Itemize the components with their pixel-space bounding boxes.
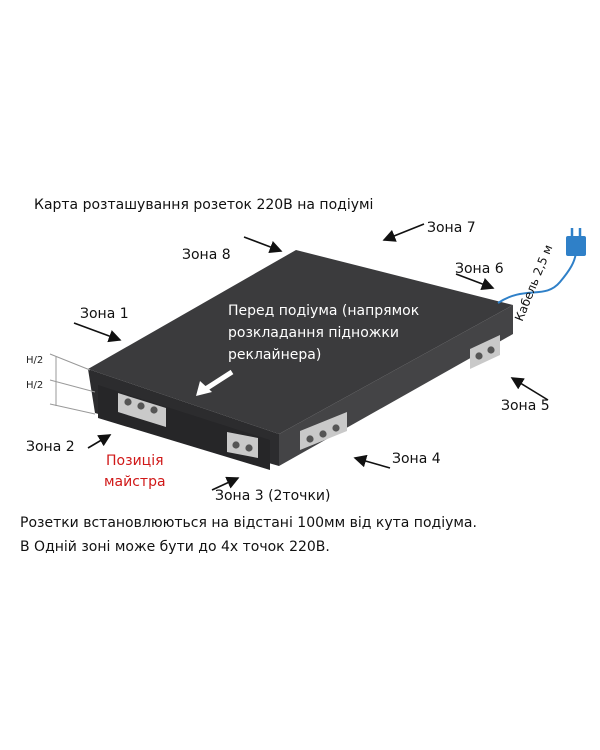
zone-7-label: Зона 7 xyxy=(427,220,476,236)
zone-arrows xyxy=(73,223,549,491)
arrow-icon xyxy=(382,223,425,242)
diagram-title: Карта розташування розеток 220В на подіу… xyxy=(34,197,374,213)
height-dimension xyxy=(49,353,96,415)
arrow-icon xyxy=(87,434,112,449)
zone-2-label: Зона 2 xyxy=(26,439,75,455)
socket-icon xyxy=(118,393,166,427)
arrow-icon xyxy=(196,369,234,396)
podium-top-face xyxy=(88,250,513,434)
arrow-icon xyxy=(73,322,122,343)
zone-3-label: Зона 3 (2точки) xyxy=(215,488,331,504)
zone-8-label: Зона 8 xyxy=(182,247,231,263)
socket-icon xyxy=(300,412,347,450)
arrow-icon xyxy=(353,454,391,469)
front-direction-note: Перед подіума (напрямок розкладання підн… xyxy=(228,303,420,363)
dimension-label-upper: H/2 xyxy=(26,355,44,366)
zone-6-label: Зона 6 xyxy=(455,261,504,277)
socket-icon xyxy=(227,432,258,458)
arrow-icon xyxy=(510,377,549,401)
zone-5-label: Зона 5 xyxy=(501,398,550,414)
cable xyxy=(497,251,577,304)
note-line-2: В Одній зоні може бути до 4х точок 220В. xyxy=(20,539,330,555)
zone-4-label: Зона 4 xyxy=(392,451,441,467)
master-position-label: Позиція майстра xyxy=(104,453,166,490)
arrow-icon xyxy=(211,476,240,491)
note-line-1: Розетки встановлюються на відстані 100мм… xyxy=(20,515,477,531)
arrow-icon xyxy=(455,273,495,291)
arrow-icon xyxy=(243,236,283,254)
dimension-label-lower: H/2 xyxy=(26,380,44,391)
plug-icon xyxy=(566,228,586,256)
zone-1-label: Зона 1 xyxy=(80,306,129,322)
socket-icon xyxy=(470,335,500,369)
